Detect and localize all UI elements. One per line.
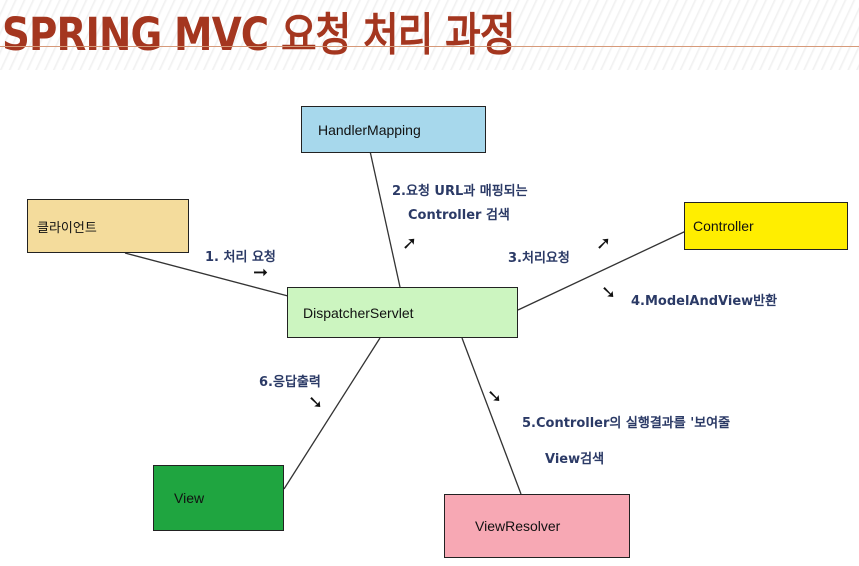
dispatcher-servlet-box: DispatcherServlet [287,287,518,338]
client-label: 클라이언트 [37,220,97,236]
controller-label: Controller [693,218,754,234]
step2-label-line1: 2.요청 URL과 매핑되는 [392,184,528,199]
view-resolver-box: ViewResolver [444,494,630,558]
edge-controller-dispatcher [517,230,687,311]
step4-label: 4.ModelAndView반환 [631,294,778,309]
view-resolver-label: ViewResolver [475,518,561,534]
controller-box: Controller [684,202,848,250]
step4-arrow-icon: ➘ [601,282,617,303]
title-underline [0,46,859,47]
step1-arrow-icon: ➞ [253,262,269,283]
step6-label: 6.응답출력 [259,375,321,390]
step3-arrow-icon: ➚ [596,233,612,254]
dispatcher-servlet-label: DispatcherServlet [303,304,414,321]
step2-label-line2: Controller 검색 [408,208,510,223]
view-label: View [174,490,205,506]
step3-label: 3.처리요청 [508,251,570,266]
edge-dispatcher-view [283,337,381,490]
step6-arrow-icon: ➘ [308,392,324,413]
handler-mapping-box: HandlerMapping [301,106,486,153]
step5-arrow-icon: ➘ [487,386,503,407]
client-box: 클라이언트 [27,199,189,253]
step1-label: 1. 처리 요청 [205,250,276,265]
edge-client-dispatcher [124,252,289,297]
handler-mapping-label: HandlerMapping [318,121,421,138]
step2-arrow-icon: ➚ [402,233,418,254]
view-box: View [153,465,284,531]
page-title: SPRING MVC 요청 처리 과정 [2,8,516,61]
title-band [0,0,859,70]
step5-label-line1: 5.Controller의 실행결과를 '보여줄 [522,416,731,431]
step5-label-line2: View검색 [545,452,605,467]
edge-handlermapping-dispatcher [369,150,401,288]
edge-dispatcher-viewresolver [461,337,522,495]
